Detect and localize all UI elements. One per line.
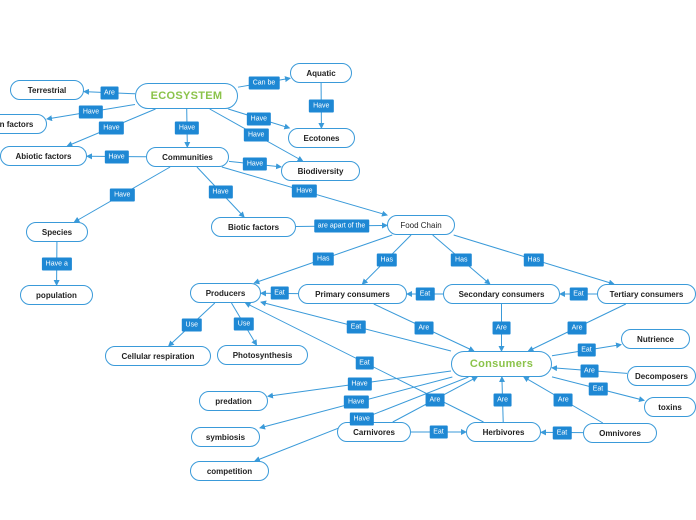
node-omnivores[interactable]: Omnivores [583,423,657,443]
relation-label-ecosystem-terrestrial[interactable]: Are [100,86,119,100]
node-abiotic-factors[interactable]: Abiotic factors [0,146,87,166]
relation-label-species-population[interactable]: Have a [41,257,72,270]
node-ecotones[interactable]: Ecotones [288,128,355,148]
node-toxins[interactable]: toxins [644,397,696,417]
relation-label-primary-consumers[interactable]: Are [414,321,434,334]
node-population[interactable]: population [20,285,93,305]
relation-label-tertiary-secondary[interactable]: Eat [569,287,588,301]
relation-label-communities-abiotic[interactable]: Have [104,150,129,163]
relation-label-communities-biodiversity[interactable]: Have [242,157,268,171]
relation-label-consumers-competition[interactable]: Have [349,412,374,426]
relation-label-consumers-nutrience[interactable]: Eat [577,343,596,357]
relation-label-carnivores-consumers[interactable]: Are [425,393,445,406]
relation-label-ecosystem-communities[interactable]: Have [174,121,200,135]
relation-label-foodchain-producers[interactable]: Has [313,252,334,266]
relation-label-omnivores-herbivores[interactable]: Eat [552,426,572,439]
relation-label-decomposers-consumers[interactable]: Are [580,364,599,378]
relation-label-consumers-toxins[interactable]: Eat [588,382,608,396]
node-biotic-factors[interactable]: Biotic factors [211,217,296,237]
node-tertiary-consumers[interactable]: Tertiary consumers [597,284,696,304]
relation-label-consumers-producers[interactable]: Eat [346,320,366,334]
node-aquatic[interactable]: Aquatic [290,63,352,83]
relation-label-primary-producers[interactable]: Eat [270,286,289,300]
relation-label-foodchain-primary[interactable]: Has [376,253,397,266]
relation-label-carnivores-herbivores[interactable]: Eat [429,425,448,439]
relation-label-foodchain-tertiary[interactable]: Has [523,253,544,266]
relation-label-producers-photosynthesis[interactable]: Use [233,317,255,331]
node-nutrience[interactable]: Nutrience [621,329,690,349]
relation-label-foodchain-secondary[interactable]: Has [451,253,472,266]
node-ecosystem[interactable]: ECOSYSTEM [135,83,238,109]
node-species[interactable]: Species [26,222,88,242]
relation-label-communities-foodchain[interactable]: Have [292,184,317,198]
relation-label-producers-cellular[interactable]: Use [181,318,202,331]
node-cellular-respiration[interactable]: Cellular respiration [105,346,211,366]
relation-label-ecosystem-n_factors[interactable]: Have [78,105,104,119]
node-consumers[interactable]: Consumers [451,351,552,377]
node-primary-consumers[interactable]: Primary consumers [298,284,407,304]
node-n-factors[interactable]: n factors [0,114,47,134]
node-symbiosis[interactable]: symbiosis [191,427,260,447]
node-carnivores[interactable]: Carnivores [337,422,411,442]
relation-label-consumers-predation[interactable]: Have [347,377,372,391]
node-herbivores[interactable]: Herbivores [466,422,541,442]
relation-label-secondary-consumers[interactable]: Are [492,321,511,334]
relation-label-ecosystem-ecotones[interactable]: Have [246,112,271,125]
relation-label-biotic-foodchain[interactable]: are apart of the [313,219,370,233]
node-secondary-consumers[interactable]: Secondary consumers [443,284,560,304]
relation-label-herbivores-producers[interactable]: Eat [355,356,374,369]
node-decomposers[interactable]: Decomposers [627,366,696,386]
relation-label-communities-biotic[interactable]: Have [208,185,233,199]
node-predation[interactable]: predation [199,391,268,411]
relation-label-ecosystem-abiotic[interactable]: Have [99,121,124,134]
node-producers[interactable]: Producers [190,283,261,303]
node-food-chain[interactable]: Food Chain [387,215,455,235]
node-communities[interactable]: Communities [146,147,229,167]
relation-label-consumers-symbiosis[interactable]: Have [344,395,369,409]
relation-label-communities-species[interactable]: Have [110,188,135,201]
node-competition[interactable]: competition [190,461,269,481]
node-photosynthesis[interactable]: Photosynthesis [217,345,308,365]
node-terrestrial[interactable]: Terrestrial [10,80,84,100]
relation-label-tertiary-consumers[interactable]: Are [567,321,587,334]
relation-label-ecosystem-aquatic[interactable]: Can be [248,76,280,90]
relation-label-herbivores-consumers[interactable]: Are [493,393,512,406]
relation-label-ecosystem-biodiversity[interactable]: Have [244,128,269,142]
relation-label-secondary-primary[interactable]: Eat [415,287,435,301]
relation-label-aquatic-ecotones[interactable]: Have [309,99,334,112]
node-biodiversity[interactable]: Biodiversity [281,161,360,181]
relation-label-omnivores-consumers[interactable]: Are [553,393,573,407]
